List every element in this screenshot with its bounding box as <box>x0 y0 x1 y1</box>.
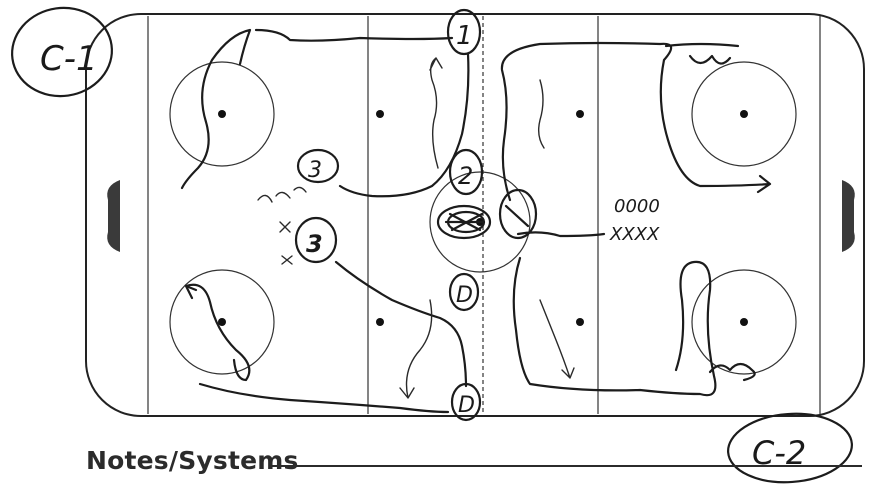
player-1-circle <box>446 8 482 56</box>
player-d-bottom-circle <box>450 382 482 422</box>
right-top-carry <box>537 79 545 149</box>
player-d-center-circle <box>448 272 480 312</box>
right-top-net-arc <box>664 42 740 65</box>
drill-cones: XXXX <box>609 224 660 245</box>
net-left <box>107 180 120 252</box>
player-3-bottom-marks <box>279 221 293 265</box>
drill-pucks: 0000 <box>614 196 660 217</box>
center-scribble-right <box>498 188 538 240</box>
faceoff-dot-bottom-right <box>740 318 748 326</box>
player-2-label: 2 <box>458 162 473 190</box>
carry-arrow-up <box>429 57 443 169</box>
drill-path-right-top <box>500 41 772 202</box>
center-scribble-left <box>436 204 492 240</box>
neutral-dot-top-left <box>376 110 384 118</box>
player-2-circle <box>448 148 484 196</box>
right-bottom-carry <box>539 299 575 379</box>
faceoff-circle-bottom-right <box>691 269 797 375</box>
player-3-top-circle <box>296 148 340 184</box>
right-bottom-net-arc <box>708 362 756 382</box>
faceoff-dot-bottom-left <box>218 318 226 326</box>
drill-path-player1 <box>338 52 470 198</box>
player-d-center-label: D <box>456 283 473 308</box>
faceoff-dot-top-left <box>218 110 226 118</box>
corner-label-c1-circle <box>11 6 113 98</box>
neutral-dot-bottom-right <box>576 318 584 326</box>
drill-path-right-bottom <box>512 231 717 397</box>
notes-systems-label: Notes/Systems <box>86 446 299 475</box>
neutral-dot-top-right <box>576 110 584 118</box>
player-1-label: 1 <box>456 21 473 51</box>
player-3-top-label: 3 <box>308 158 322 183</box>
faceoff-circle-top-left <box>169 61 275 167</box>
faceoff-dot-top-right <box>740 110 748 118</box>
player-3-top-marks <box>257 186 307 203</box>
faceoff-circle-bottom-left <box>169 269 275 375</box>
carry-arrow-down <box>399 299 433 399</box>
drill-path-bottom-boards <box>198 382 450 414</box>
center-circle <box>429 171 531 273</box>
neutral-dot-bottom-left <box>376 318 384 326</box>
player-d-bottom-label: D <box>458 393 475 418</box>
rink-boards <box>85 13 865 417</box>
player-3-bottom-label: 3 <box>306 230 323 258</box>
center-scribble-fill <box>444 204 530 232</box>
drill-path-bottom-left <box>184 283 251 382</box>
drill-path-center-bottom <box>334 260 468 388</box>
corner-label-c2-circle <box>727 412 853 484</box>
faceoff-circle-top-right <box>691 61 797 167</box>
net-right <box>842 180 855 252</box>
corner-label-c1: C-1 <box>40 39 98 79</box>
drill-path-top-left <box>180 28 454 190</box>
player-3-bottom-circle <box>294 216 338 264</box>
